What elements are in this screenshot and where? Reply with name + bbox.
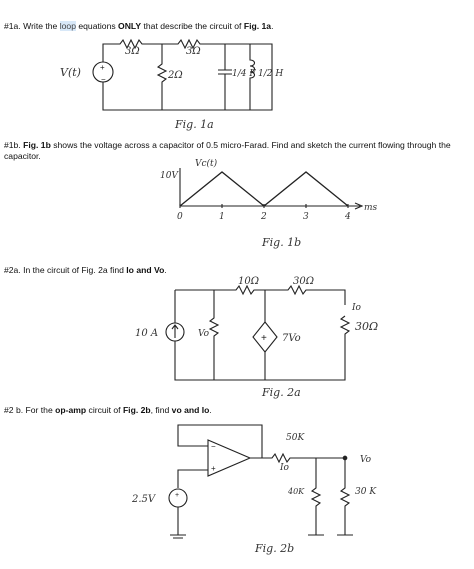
r-middle bbox=[208, 290, 220, 380]
output-wire bbox=[250, 452, 345, 464]
vo-label: Vo bbox=[198, 329, 210, 339]
fig2a-caption: Fig. 2a bbox=[261, 386, 301, 399]
q1a-mid2: that describe the circuit of bbox=[141, 21, 244, 31]
x-unit-label: ms bbox=[364, 203, 378, 213]
x-tick-label: 4 bbox=[344, 212, 351, 222]
vo-2b-label: Vo bbox=[360, 455, 372, 465]
r-30k-label: 30 K bbox=[355, 487, 377, 497]
y-axis-label: Vc(t) bbox=[195, 158, 218, 169]
q2b-bold-vo-io: vo and Io bbox=[171, 405, 210, 415]
x-ticks: 0 1 2 3 4 bbox=[177, 204, 351, 222]
fig1a-wires bbox=[102, 38, 273, 111]
q1a-bold-only: ONLY bbox=[118, 21, 142, 31]
q1b-fig-ref: Fig. 1b bbox=[23, 140, 51, 150]
q2b-prefix: #2 b. For the bbox=[4, 405, 56, 415]
r-30k bbox=[337, 458, 353, 536]
q2b-opamp: op-amp bbox=[55, 405, 87, 415]
current-arrow-icon bbox=[171, 324, 179, 338]
figure-2b: − + + 2.5V 50K 40K 30 K Io Vo Fig. 2b bbox=[131, 424, 377, 555]
cap-label: 1/4 F bbox=[232, 69, 256, 79]
figure-2a: 10 A Vo + 7Vo 10Ω 30Ω 30Ω Io Fig. 2a bbox=[135, 276, 378, 399]
vs-plus: + bbox=[175, 492, 179, 499]
question-1b: #1b. Fig. 1b shows the voltage across a … bbox=[4, 140, 462, 162]
q2a-end: . bbox=[164, 265, 167, 275]
figure-1a: V(t) + − 3Ω 3Ω 2Ω 1/4 F 1/2 H Fig. 1a bbox=[60, 38, 283, 131]
vsrc-label: 2.5V bbox=[131, 494, 157, 505]
ground-left bbox=[170, 507, 186, 539]
q2a-prefix: #2a. In the circuit of Fig. 2a find bbox=[4, 265, 127, 275]
feedback-wire bbox=[177, 424, 263, 458]
q1a-end: . bbox=[271, 21, 274, 31]
q2b-mid: circuit of bbox=[86, 405, 123, 415]
q2b-mid2: , find bbox=[150, 405, 172, 415]
vo-node bbox=[342, 455, 348, 461]
noninv-wire bbox=[177, 469, 208, 488]
opamp-icon bbox=[207, 439, 252, 477]
r3-resistor bbox=[156, 44, 168, 110]
r-10-label: 10Ω bbox=[238, 276, 259, 287]
q2b-fig-ref: Fig. 2b bbox=[122, 405, 151, 415]
r-40k-label: 40K bbox=[287, 487, 305, 496]
r-30-top-label: 30Ω bbox=[293, 276, 314, 287]
r-30-right bbox=[339, 315, 351, 348]
q2b-end: . bbox=[209, 405, 212, 415]
opamp-minus: − bbox=[211, 442, 216, 451]
opamp-plus: + bbox=[211, 464, 216, 473]
x-tick-label: 2 bbox=[260, 212, 267, 222]
ind-label: 1/2 H bbox=[258, 69, 283, 79]
r3-label: 2Ω bbox=[167, 70, 183, 81]
current-source-label: 10 A bbox=[135, 328, 158, 339]
minus-sign: − bbox=[101, 75, 106, 84]
question-2b: #2 b. For the op-amp circuit of Fig. 2b,… bbox=[4, 405, 212, 416]
r-40k bbox=[308, 458, 324, 536]
question-2a: #2a. In the circuit of Fig. 2a find Io a… bbox=[4, 265, 167, 276]
vt-label: V(t) bbox=[60, 66, 81, 79]
x-tick-label: 3 bbox=[303, 212, 309, 222]
r2-label: 3Ω bbox=[186, 46, 201, 57]
capacitor bbox=[218, 44, 232, 110]
io-2b-label: Io bbox=[279, 463, 290, 473]
dep-label: 7Vo bbox=[282, 333, 301, 344]
q1b-rest: shows the voltage across a capacitor of … bbox=[4, 140, 451, 161]
q1a-highlight: loop bbox=[59, 21, 76, 31]
voltage-series-line bbox=[179, 171, 349, 207]
x-axis-arrow bbox=[354, 202, 364, 210]
q1b-prefix: #1b. bbox=[4, 140, 24, 150]
plus-sign: + bbox=[100, 63, 105, 72]
r-50k-label: 50K bbox=[286, 433, 305, 443]
question-1a: #1a. Write the loop equations ONLY that … bbox=[4, 21, 273, 32]
q1a-mid: equations bbox=[75, 21, 119, 31]
dep-plus: + bbox=[261, 333, 267, 344]
fig2a-top-wire bbox=[175, 284, 346, 305]
io-label: Io bbox=[351, 303, 362, 313]
q1a-fig-ref: Fig. 1a bbox=[243, 21, 272, 31]
r-30-right-label: 30Ω bbox=[355, 320, 378, 333]
figure-1b: Vc(t) 10V ms 0 1 2 3 4 Fig. 1b bbox=[160, 158, 378, 249]
q1a-prefix: #1a. Write the bbox=[4, 21, 60, 31]
fig2b-caption: Fig. 2b bbox=[254, 542, 294, 555]
x-tick-label: 1 bbox=[219, 212, 225, 222]
x-tick-label: 0 bbox=[177, 212, 183, 222]
r1-label: 3Ω bbox=[125, 46, 140, 57]
fig1b-caption: Fig. 1b bbox=[261, 236, 301, 249]
fig1a-caption: Fig. 1a bbox=[174, 118, 214, 131]
inductor bbox=[249, 44, 256, 110]
y-tick-label: 10V bbox=[160, 171, 179, 181]
dependent-source-icon bbox=[252, 321, 278, 353]
q2a-bold: Io and Vo bbox=[126, 265, 165, 275]
